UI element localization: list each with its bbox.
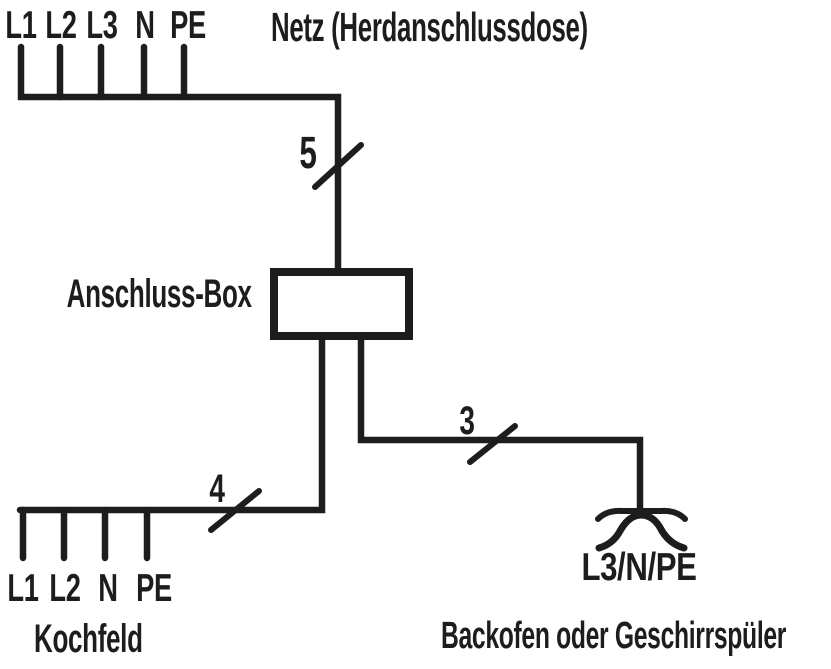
net-title: Netz (Herdanschlussdose) (271, 4, 588, 50)
kochfeld-terminal-label-l2: L2 (49, 567, 81, 610)
kochfeld-conductor-slash (208, 488, 262, 533)
net-terminal-label-l3: L3 (86, 4, 118, 47)
anschluss-box-outline (270, 268, 413, 340)
net-bus-line (17, 43, 342, 272)
socket-outlet-icon (595, 507, 688, 552)
net-terminal-label-pe: PE (170, 4, 206, 47)
kochfeld-branch-line (16, 332, 326, 514)
feed-conductor-slash (312, 142, 364, 190)
kochfeld-conductor-ticks (19, 506, 151, 562)
net-terminal-label-n: N (135, 4, 155, 47)
socket-dome (595, 511, 688, 552)
socket-bar (595, 507, 688, 522)
socket-terminals-label: L3/N/PE (581, 546, 697, 589)
kochfeld-terminal-label-l1: L1 (7, 567, 39, 610)
backofen-conductor-count: 3 (459, 399, 475, 443)
net-terminal-label-l2: L2 (45, 4, 77, 47)
backofen-label: Backofen oder Geschirrspüler (441, 615, 787, 657)
kochfeld-label: Kochfeld (34, 617, 143, 661)
net-terminal-label-l1: L1 (5, 4, 37, 47)
kochfeld-terminal-label-pe: PE (136, 567, 172, 610)
anschluss-box-label: Anschluss-Box (66, 272, 252, 316)
kochfeld-terminal-label-n: N (98, 567, 118, 610)
backofen-conductor-slash (467, 423, 518, 465)
feed-conductor-count: 5 (299, 127, 317, 178)
net-conductor-ticks (56, 43, 188, 101)
kochfeld-conductor-count: 4 (209, 467, 225, 511)
